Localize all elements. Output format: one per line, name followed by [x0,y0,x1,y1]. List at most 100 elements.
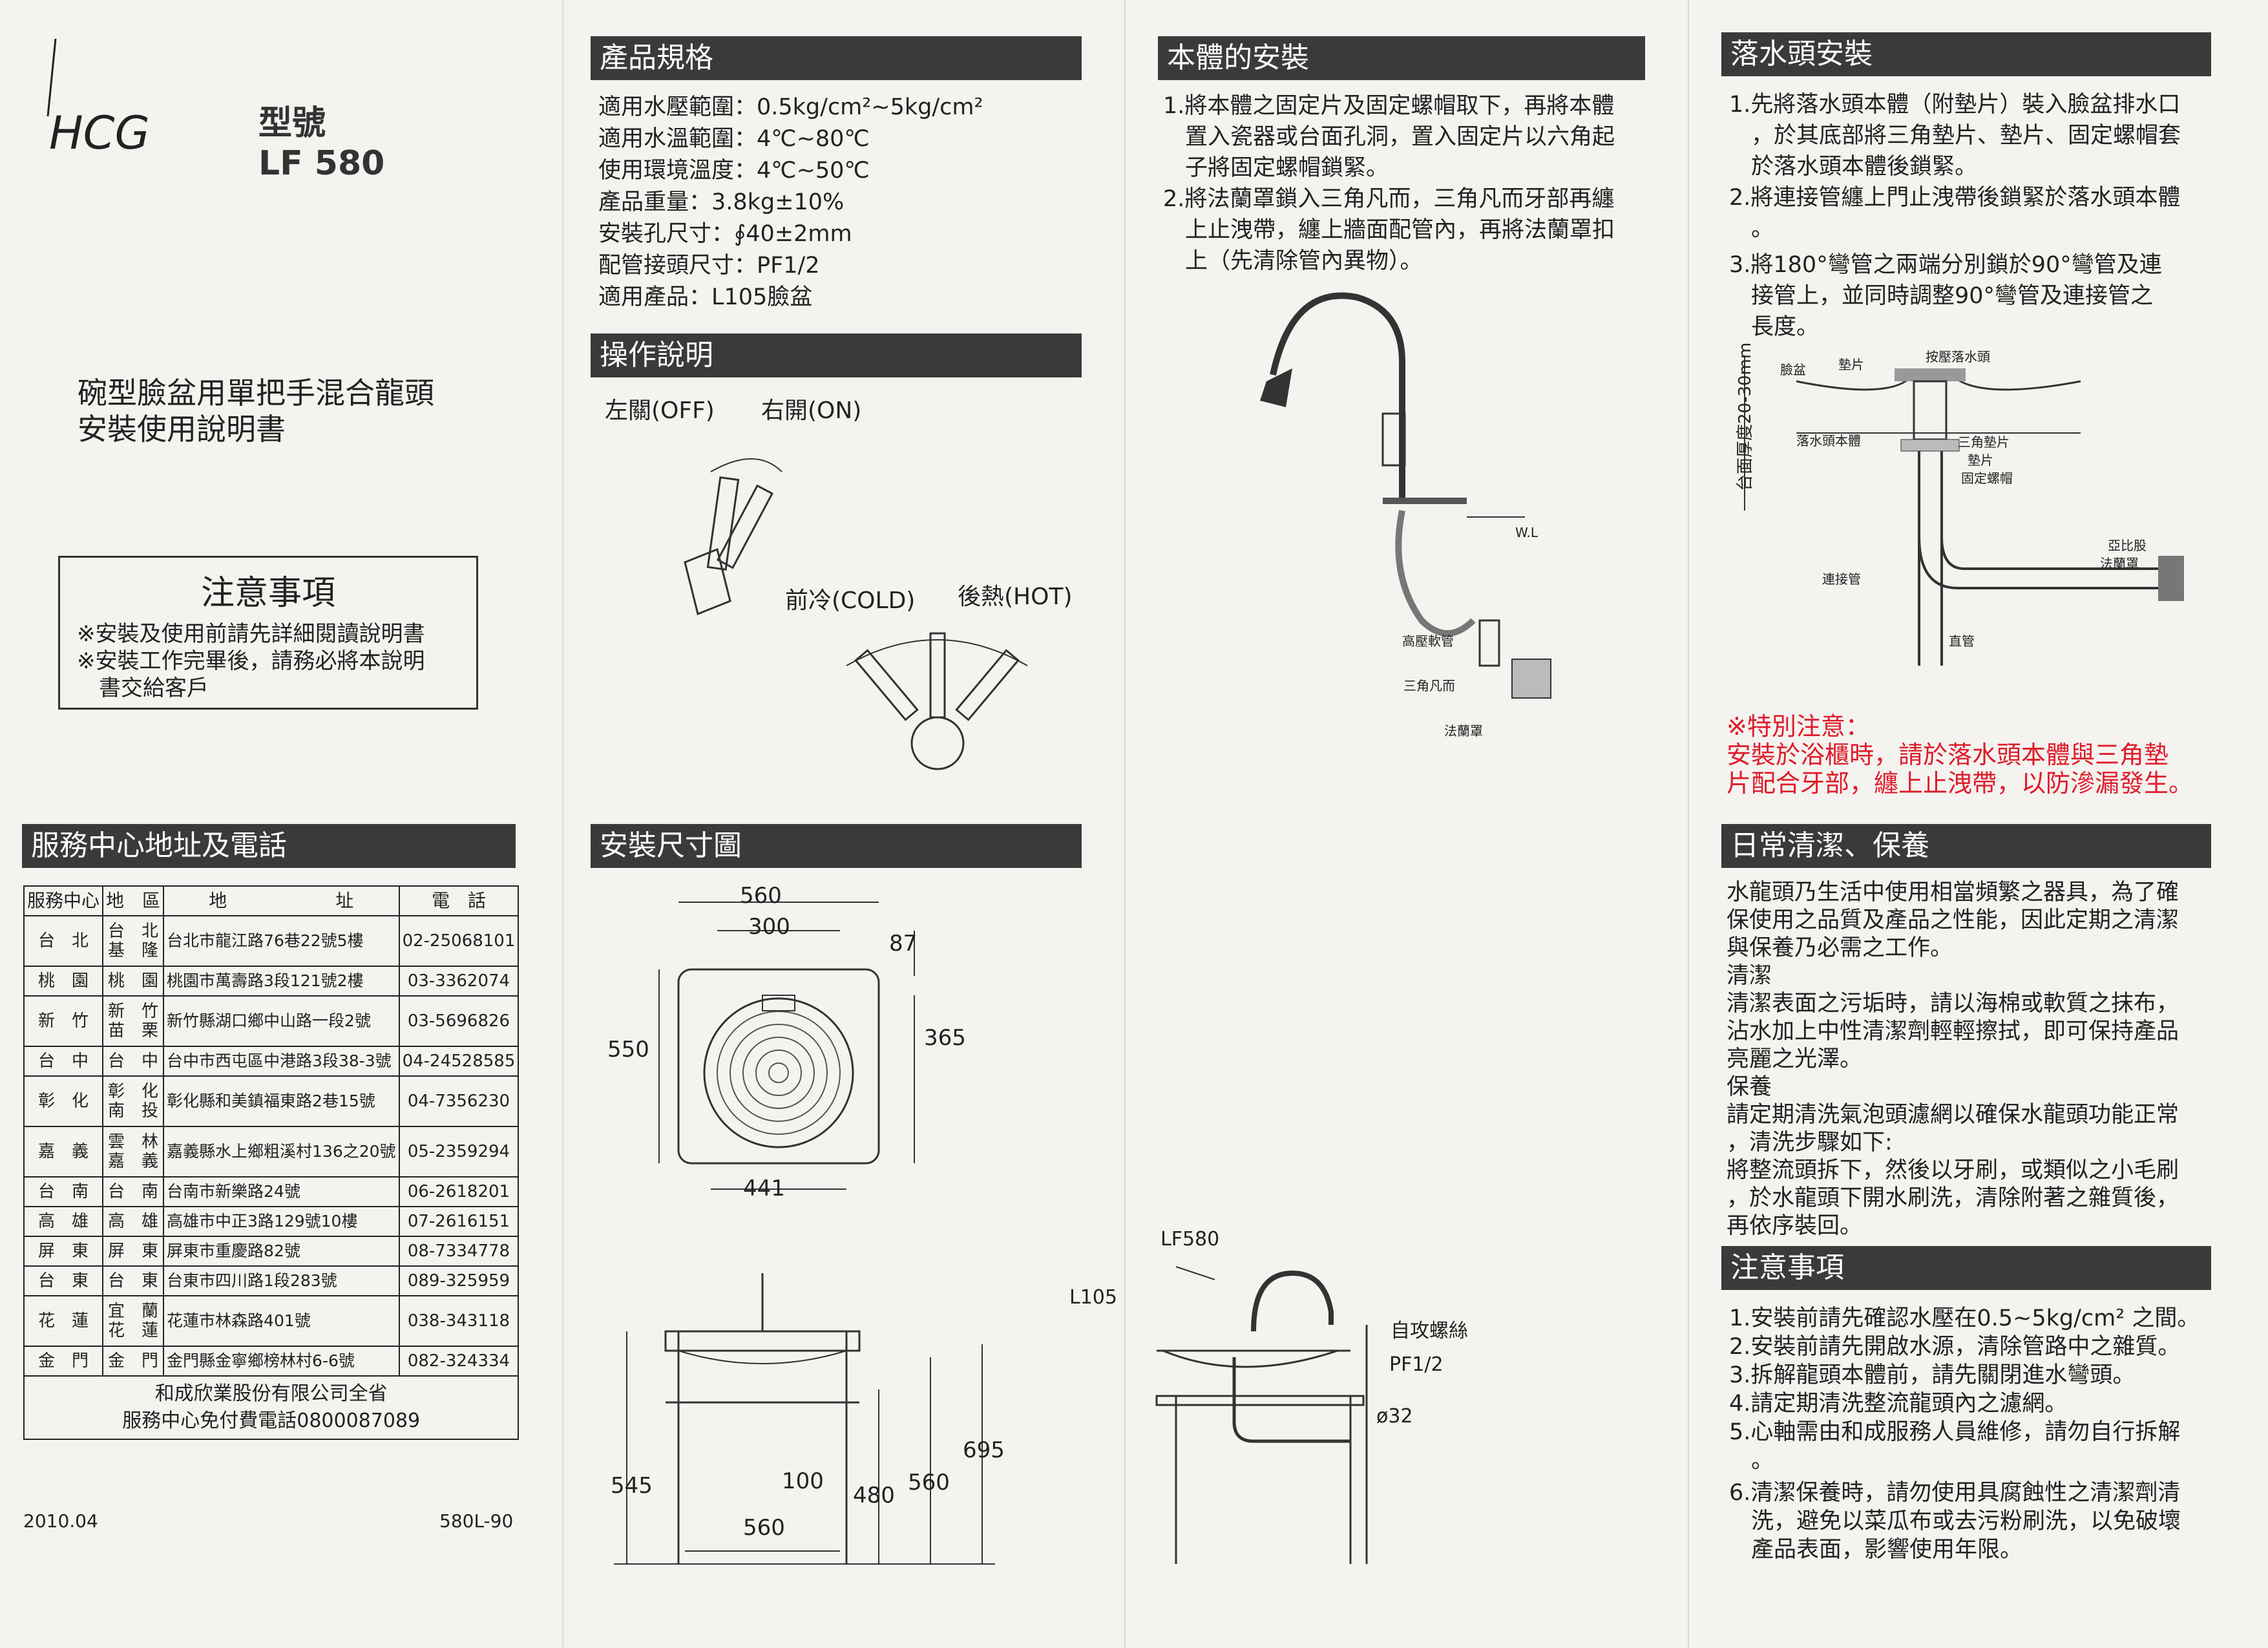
service-area: 雲 林嘉 義 [102,1126,165,1178]
service-center: 台 北 [23,915,104,967]
label-d32: ø32 [1376,1405,1413,1428]
service-header: 服務中心地址及電話 [22,824,516,868]
step-line: 長度。 [1751,314,1820,340]
service-center: 花 蓮 [23,1295,104,1347]
label-drain-flange: 法蘭罩 [2100,556,2139,571]
service-area: 台 東 [102,1265,165,1296]
note-line: 5.心軸需由和成服務人員維修，請勿自行拆解 [1729,1419,2181,1445]
notice-line: ※安裝及使用前請先詳細閱讀說明書 [77,621,425,647]
column-header: 地 址 [163,885,400,916]
service-area: 桃 園 [102,966,165,997]
label-hot: 後熱(HOT) [958,584,1073,610]
step-line: 上（先清除管內異物）。 [1185,248,1423,274]
service-center: 屏 東 [23,1236,104,1267]
lever-hotcold-illustration [827,620,1047,778]
note-line: 產品表面，影響使用年限。 [1751,1537,2023,1563]
service-area: 台 南 [102,1176,165,1207]
service-phone: 082-324334 [398,1346,520,1377]
label-flange: 法蘭罩 [1444,723,1483,739]
front-view-drawing [594,1267,1047,1573]
service-area-name: 宜 蘭 [108,1302,159,1321]
dim-w300: 300 [748,914,790,940]
cleaning-line: ，於水龍頭下開水刷洗，清除附著之雜質後， [1727,1185,2179,1211]
service-area-name: 嘉 義 [108,1152,159,1171]
label-straight: 直管 [1949,633,1975,649]
service-center: 台 南 [23,1176,104,1207]
note-line: 1.安裝前請先確認水壓在0.5~5kg/cm² 之間。 [1729,1305,2200,1331]
service-phone: 038-343118 [398,1295,520,1347]
service-center: 台 中 [23,1046,104,1077]
service-area: 屏 東 [102,1236,165,1267]
service-area-name: 彰 化 [108,1082,159,1101]
spec-item: 使用環境溫度：4℃~50℃ [598,158,870,184]
service-area-name: 苗 栗 [108,1021,159,1041]
specs-list: 適用水壓範圍：0.5kg/cm²~5kg/cm² 適用水溫範圍：4℃~80℃ 使… [598,92,983,313]
step-line: 於落水頭本體後鎖緊。 [1751,154,1978,180]
service-footer-row: 和成欣業股份有限公司全省 服務中心免付費電話0800087089 [23,1375,520,1440]
service-address: 台北市龍江路76巷22號5樓 [163,915,400,967]
column-header: 電 話 [398,885,520,916]
dim-h87: 87 [889,931,918,956]
dim-h545: 545 [611,1473,653,1499]
service-area-name: 金 門 [108,1351,159,1371]
service-phone: 02-25068101 [398,915,520,967]
service-center: 金 門 [23,1346,104,1377]
note-line: 。 [1751,1448,1774,1474]
column-header: 服務中心 [23,885,104,916]
dim-h550: 550 [607,1037,649,1062]
doc-title-line: 碗型臉盆用單把手混合龍頭 [78,375,434,410]
service-hotline: 服務中心免付費電話0800087089 [122,1410,421,1432]
model-block: 型號 LF 580 [258,103,384,184]
service-center: 桃 園 [23,966,104,997]
service-area: 金 門 [102,1346,165,1377]
service-address: 嘉義縣水上鄉粗溪村136之20號 [163,1126,400,1178]
service-center: 嘉 義 [23,1126,104,1178]
service-area: 新 竹苗 栗 [102,995,165,1047]
step-line: 1.將本體之固定片及固定螺帽取下，再將本體 [1163,93,1615,119]
notes-list: 1.安裝前請先確認水壓在0.5~5kg/cm² 之間。 2.安裝前請先開啟水源，… [1729,1304,2200,1564]
service-address: 花蓮市林森路401號 [163,1295,400,1347]
label-hose: 高壓軟管 [1402,633,1454,649]
label-l105: L105 [1069,1286,1117,1309]
dim-h365: 365 [924,1025,966,1051]
brand-logo: HCG [23,32,152,160]
service-address: 台南市新樂路24號 [163,1176,400,1207]
step-line: 。 [1751,216,1774,242]
service-area-name: 桃 園 [108,971,159,991]
faucet-install-drawing [1254,284,1564,739]
service-phone: 03-5696826 [398,995,520,1047]
cleaning-text: 水龍頭乃生活中使用相當頻繁之器具，為了確 保使用之品質及產品之性能，因此定期之清… [1727,879,2179,1240]
table-header-row: 服務中心 地 區 地 址 電 話 [23,885,520,916]
warning-line: 片配合牙部，纏上止洩帶，以防滲漏發生。 [1727,769,2194,798]
step-line: 2.將連接管纏上門止洩帶後鎖緊於落水頭本體 [1729,185,2181,211]
service-phone: 05-2359294 [398,1126,520,1178]
fold-line [562,0,563,1648]
step-line: 上止洩帶，纏上牆面配管內，再將法蘭罩扣 [1185,217,1615,243]
spec-item: 安裝孔尺寸：∮40±2mm [598,221,852,247]
service-center: 彰 化 [23,1075,104,1127]
label-off: 左關(OFF) [605,397,715,424]
label-lf580: LF580 [1160,1228,1220,1251]
dim-w560: 560 [740,883,782,909]
label-basin: 臉盆 [1780,362,1806,377]
label-drain-body: 落水頭本體 [1796,433,1861,449]
print-date: 2010.04 [23,1510,98,1532]
service-phone: 03-3362074 [398,966,520,997]
service-area: 高 雄 [102,1206,165,1237]
service-address: 桃園市萬壽路3段121號2樓 [163,966,400,997]
cleaning-subheading: 保養 [1727,1074,1772,1100]
cleaning-line: 保使用之品質及產品之性能，因此定期之清潔 [1727,907,2179,933]
label-thickness: 台面厚度20-30mm [1736,342,1755,491]
service-area-name: 台 中 [108,1051,159,1071]
label-cold: 前冷(COLD) [785,587,916,614]
label-connector: 連接管 [1822,571,1861,587]
fold-line [1124,0,1126,1648]
service-area: 台 中 [102,1046,165,1077]
cleaning-line: 再依序裝回。 [1727,1213,1863,1239]
